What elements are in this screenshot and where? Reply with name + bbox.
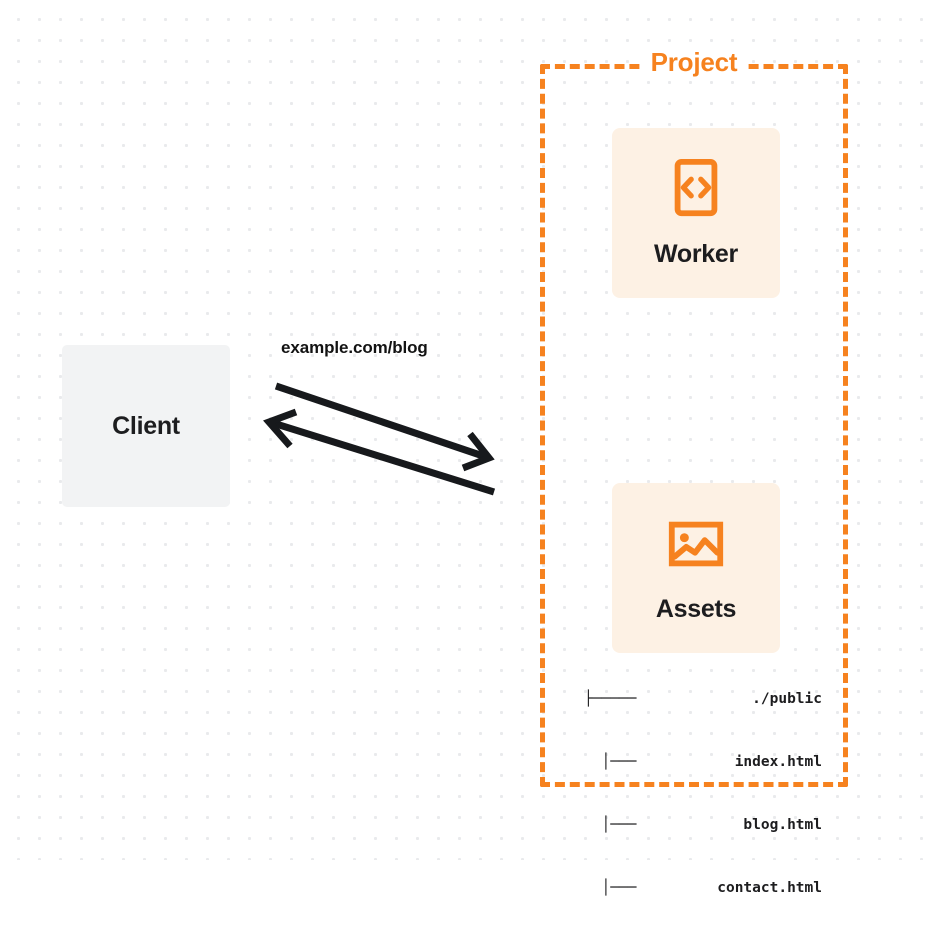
worker-label: Worker bbox=[654, 239, 738, 268]
arrow-to-client-head bbox=[263, 408, 298, 449]
connection-label: example.com/blog bbox=[281, 338, 428, 357]
project-title: Project bbox=[643, 47, 745, 78]
tree-name: ./public bbox=[752, 691, 822, 707]
tree-name: contact.html bbox=[717, 880, 822, 896]
asset-file-tree: ├───── ./public │─── index.html │─── blo… bbox=[584, 647, 834, 941]
project-container: Project Worker Assets ├───── ./public bbox=[540, 47, 848, 896]
tree-row: ├───── ./public bbox=[584, 689, 834, 710]
worker-node[interactable]: Worker bbox=[612, 128, 780, 298]
tree-row: │─── blog.html bbox=[584, 815, 834, 836]
arrow-to-project-line bbox=[274, 382, 488, 461]
tree-name: blog.html bbox=[743, 817, 822, 833]
arrow-to-project-head bbox=[461, 431, 495, 472]
assets-label: Assets bbox=[655, 594, 737, 623]
tree-row: │─── contact.html bbox=[584, 878, 834, 899]
client-label: Client bbox=[112, 411, 180, 440]
assets-node[interactable]: Assets bbox=[612, 483, 780, 653]
tree-row: │─── index.html bbox=[584, 752, 834, 773]
tree-name: index.html bbox=[734, 754, 822, 770]
diagram-canvas: Client example.com/blog Project Worker bbox=[0, 0, 938, 896]
image-icon bbox=[668, 521, 724, 566]
arrow-to-client-line bbox=[271, 419, 496, 496]
client-node: Client bbox=[62, 345, 230, 507]
code-brackets-icon bbox=[674, 158, 718, 216]
